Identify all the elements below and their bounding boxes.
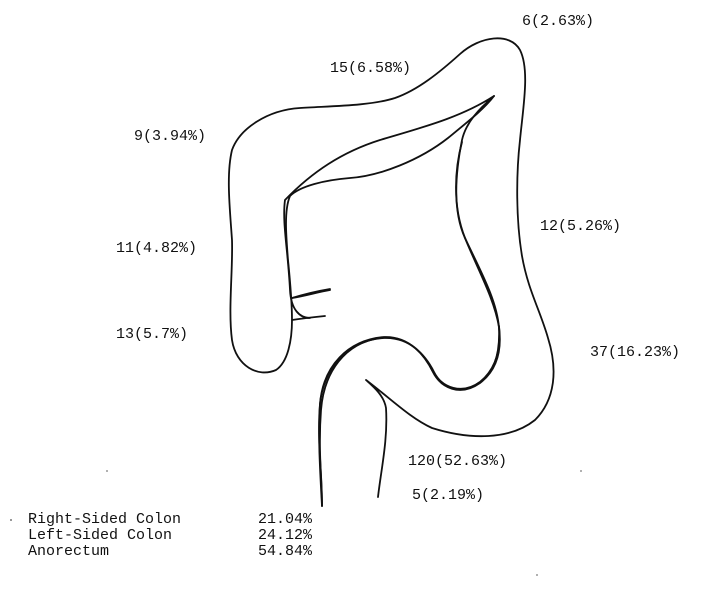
ileocecal-line-upper: [292, 290, 330, 298]
label-ascending-colon: 11(4.82%): [116, 240, 197, 257]
summary-value: 21.04%: [258, 512, 312, 528]
label-transverse-colon: 15(6.58%): [330, 60, 411, 77]
label-anus: 5(2.19%): [412, 487, 484, 504]
colon-outer-wall: [284, 96, 499, 506]
summary-value: 24.12%: [258, 528, 312, 544]
summary-row: Left-Sided Colon 24.12%: [28, 528, 312, 544]
summary-label: Anorectum: [28, 544, 258, 560]
summary-row: Anorectum 54.84%: [28, 544, 312, 560]
scan-speck: [580, 470, 582, 472]
label-sigmoid-colon: 37(16.23%): [590, 344, 680, 361]
label-descending-colon: 12(5.26%): [540, 218, 621, 235]
summary-value: 54.84%: [258, 544, 312, 560]
colon-contour-inner: [229, 38, 554, 497]
label-cecum: 13(5.7%): [116, 326, 188, 343]
label-splenic-flexure: 6(2.63%): [522, 13, 594, 30]
summary-label: Right-Sided Colon: [28, 512, 258, 528]
summary-row: Right-Sided Colon 21.04%: [28, 512, 312, 528]
scan-speck: [536, 574, 538, 576]
label-rectum: 120(52.63%): [408, 453, 507, 470]
margin-dot: [10, 519, 12, 521]
label-hepatic-flexure: 9(3.94%): [134, 128, 206, 145]
summary-label: Left-Sided Colon: [28, 528, 258, 544]
ileocecal-line-lower: [292, 316, 325, 320]
region-summary-table: Right-Sided Colon 21.04% Left-Sided Colo…: [28, 512, 312, 560]
colon-contour-outer: [319, 142, 500, 506]
scan-speck: [106, 470, 108, 472]
